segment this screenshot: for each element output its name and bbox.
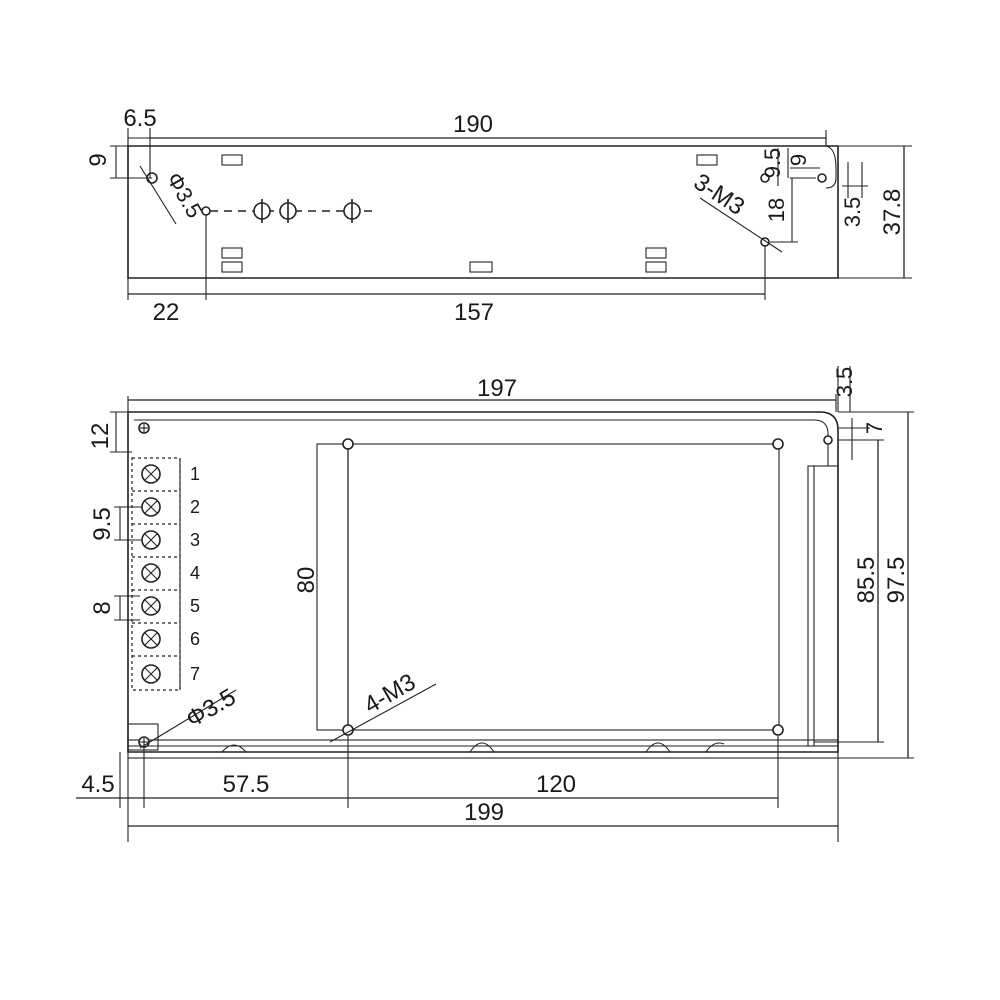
dim-190: 190 — [453, 111, 493, 138]
mount-pattern — [316, 443, 780, 731]
side-large-hole — [343, 199, 361, 223]
side-view: 190 6.5 9 Φ3.5 9.5 9 18 3-M3 3.5 — [85, 105, 912, 326]
side-slot — [221, 261, 243, 273]
side-large-hole — [279, 199, 297, 223]
mount-hole — [342, 438, 354, 450]
dim-6-5: 6.5 — [123, 105, 156, 132]
vent-arc — [221, 744, 247, 753]
dim-7: 7 — [862, 422, 887, 434]
side-mount-hole — [817, 173, 827, 183]
dim-9-5: 9.5 — [760, 148, 785, 179]
dim-3-5-right: 3.5 — [840, 197, 865, 228]
side-mount-hole — [760, 173, 770, 183]
terminal-label-2: 2 — [190, 497, 200, 517]
terminal-block — [131, 457, 181, 691]
leader-4-m3 — [329, 683, 437, 743]
side-slot — [221, 247, 243, 259]
leader-phi3-5 — [139, 165, 177, 225]
terminal-label-4: 4 — [190, 563, 200, 583]
side-slot — [221, 154, 243, 166]
side-view-top-lip — [127, 137, 827, 146]
dim-3-5-top: 3.5 — [832, 367, 857, 398]
dim-12: 12 — [87, 423, 114, 450]
terminal-screw — [141, 530, 161, 550]
terminal-screw — [141, 497, 161, 517]
dim-9-right: 9 — [786, 154, 811, 166]
side-slot — [696, 154, 718, 166]
terminal-screw — [141, 664, 161, 684]
top-corner-hole — [823, 435, 833, 445]
top-view: 80 — [76, 366, 914, 842]
side-slot — [645, 247, 667, 259]
dim-199: 199 — [464, 799, 504, 826]
vent-arc — [469, 742, 495, 753]
dim-37-8: 37.8 — [879, 189, 906, 236]
dim-85-5: 85.5 — [853, 557, 880, 604]
dim-3-m3: 3-M3 — [689, 168, 750, 220]
vent-arc — [705, 742, 725, 753]
dim-157: 157 — [454, 299, 494, 326]
dim-22: 22 — [153, 299, 180, 326]
dim-phi3-5-top: Φ3.5 — [182, 684, 241, 734]
leader-phi3-5-top — [139, 689, 237, 749]
dim-9-5-terminal: 9.5 — [89, 507, 116, 540]
terminal-label-7: 7 — [190, 664, 200, 684]
terminal-screw — [141, 563, 161, 583]
dim-4-5: 4.5 — [81, 771, 114, 798]
top-view-right-rail — [807, 465, 839, 747]
dim-97-5: 97.5 — [883, 557, 910, 604]
side-slot — [469, 261, 493, 273]
terminal-screw — [141, 629, 161, 649]
dim-phi3-5-side: Φ3.5 — [162, 168, 208, 222]
terminal-label-6: 6 — [190, 629, 200, 649]
terminal-label-3: 3 — [190, 530, 200, 550]
dim-120: 120 — [536, 771, 576, 798]
dim-18: 18 — [764, 198, 789, 222]
mount-hole — [772, 724, 784, 736]
vent-arc — [645, 742, 671, 753]
dim-8: 8 — [89, 601, 116, 614]
side-large-hole — [253, 199, 271, 223]
top-view-inner-edge — [134, 419, 829, 466]
leader-3-m3 — [699, 197, 783, 253]
dim-4-m3: 4-M3 — [360, 668, 421, 719]
terminal-label-1: 1 — [190, 464, 200, 484]
dim-9-left: 9 — [85, 153, 112, 166]
terminal-screw — [141, 464, 161, 484]
dim-197: 197 — [477, 375, 517, 402]
dim-80: 80 — [293, 567, 320, 594]
mount-hole — [772, 438, 784, 450]
dim-57-5: 57.5 — [223, 771, 270, 798]
terminal-screw — [141, 596, 161, 616]
side-view-right-curve — [825, 145, 837, 189]
terminal-label-5: 5 — [190, 596, 200, 616]
side-slot — [645, 261, 667, 273]
